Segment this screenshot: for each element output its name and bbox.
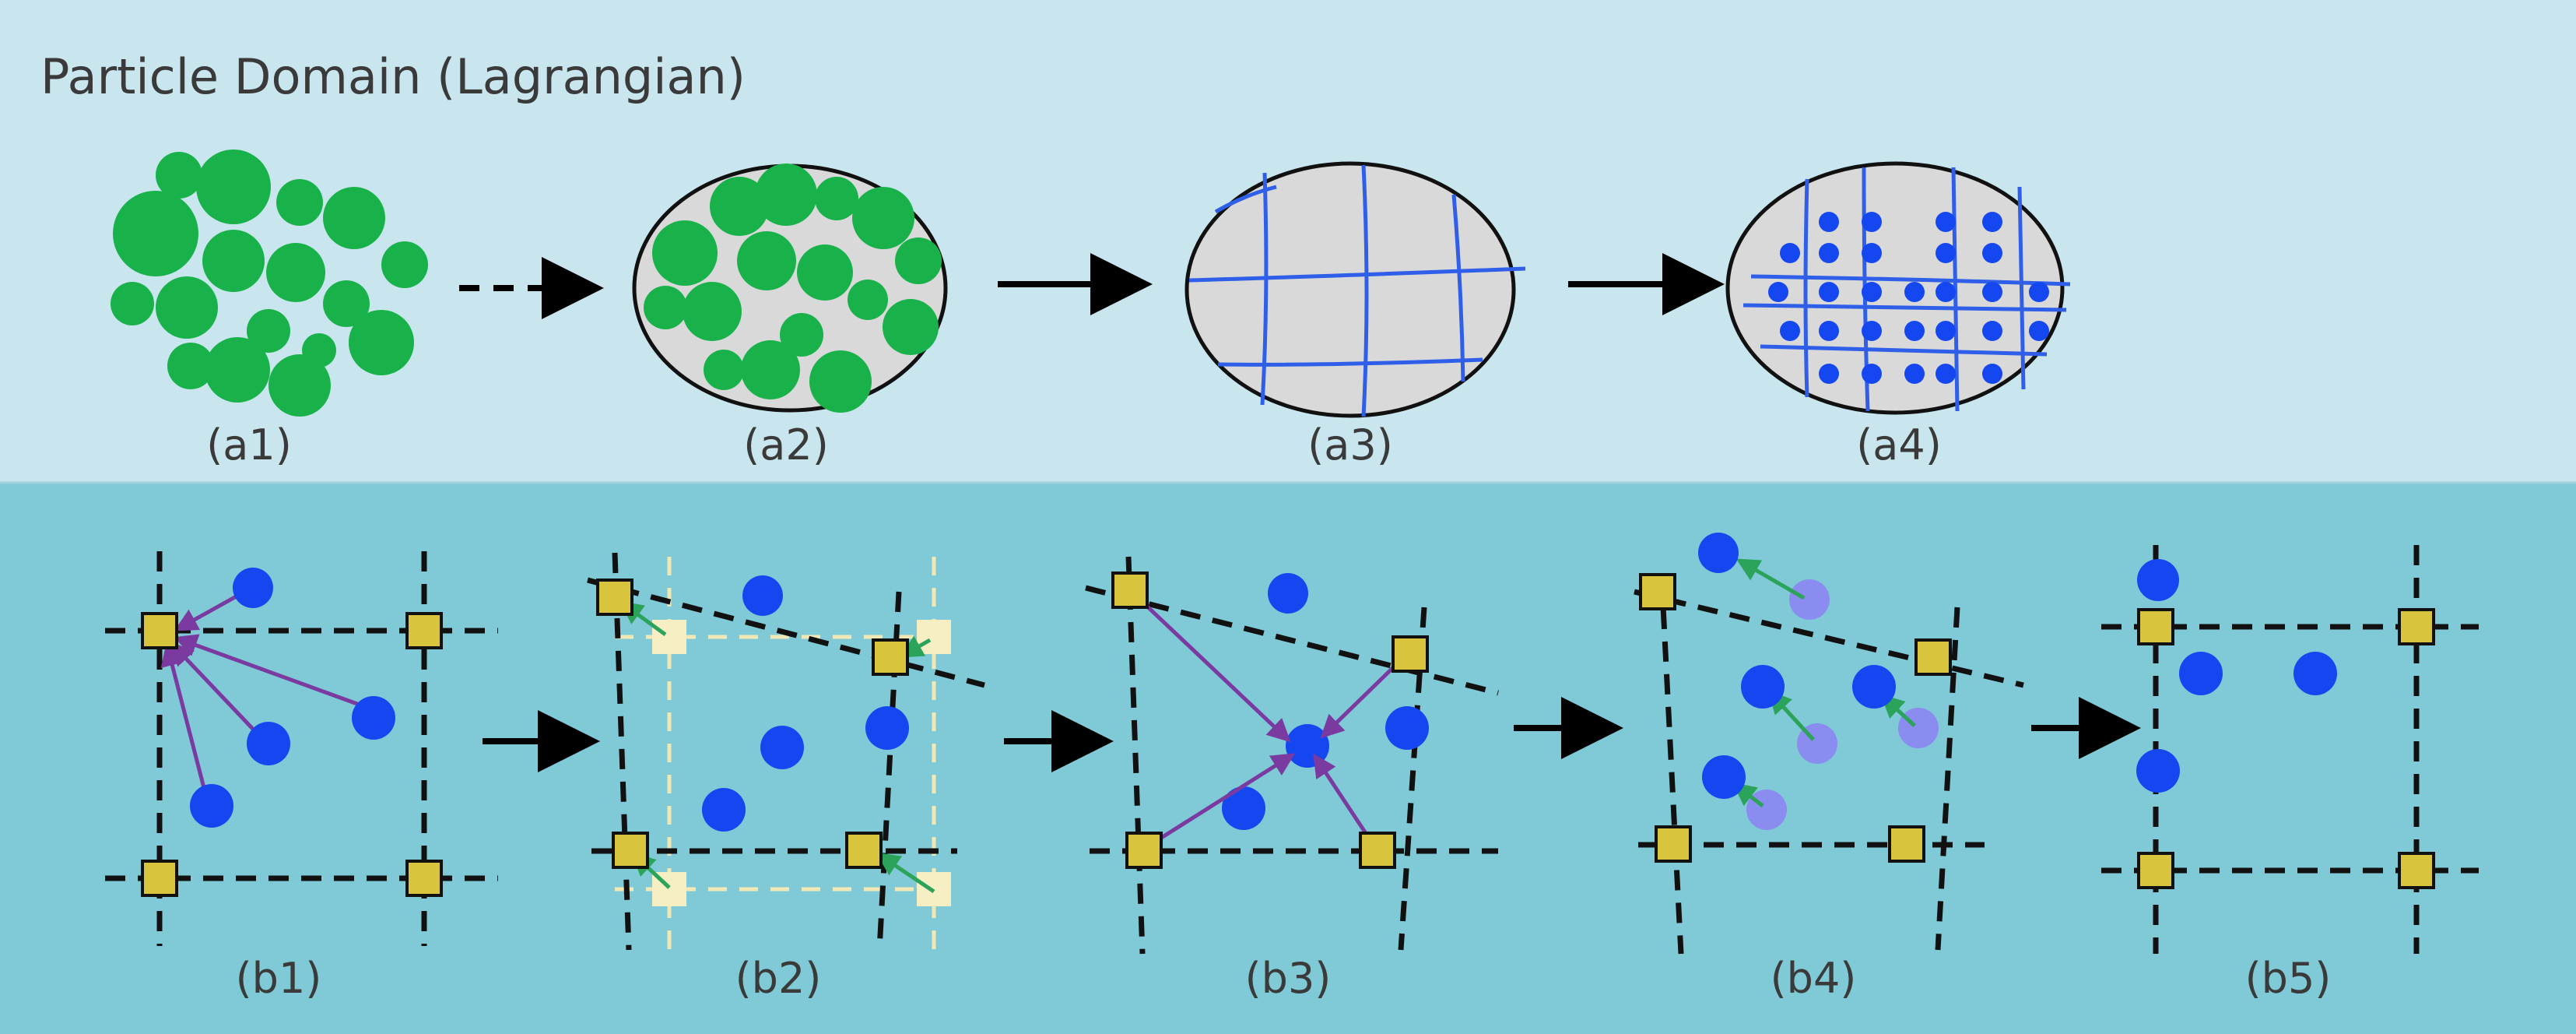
caption-a1: (a1) bbox=[206, 420, 292, 470]
ellipse-particles-a2 bbox=[632, 164, 948, 413]
panel-b4 bbox=[1634, 533, 2024, 955]
caption-a4: (a4) bbox=[1856, 420, 1942, 470]
caption-b5: (b5) bbox=[2245, 954, 2332, 1003]
caption-a2: (a2) bbox=[743, 420, 829, 470]
ellipse-mesh-a3 bbox=[1184, 161, 1526, 418]
ellipse-material-points-a4 bbox=[1725, 161, 2071, 415]
material-points-a4 bbox=[1768, 212, 2049, 384]
caption-b3: (b3) bbox=[1245, 954, 1332, 1003]
caption-b2: (b2) bbox=[735, 954, 822, 1003]
panel-b5 bbox=[2101, 545, 2479, 954]
caption-a3: (a3) bbox=[1307, 420, 1393, 470]
caption-b4: (b4) bbox=[1771, 954, 1857, 1003]
caption-b1: (b1) bbox=[236, 954, 322, 1003]
domain-title: Particle Domain (Lagrangian) bbox=[40, 48, 746, 105]
panel-b3 bbox=[1085, 556, 1499, 955]
particle-cluster-a1 bbox=[111, 149, 428, 417]
panel-b1 bbox=[105, 551, 498, 946]
panel-b2 bbox=[587, 552, 985, 951]
